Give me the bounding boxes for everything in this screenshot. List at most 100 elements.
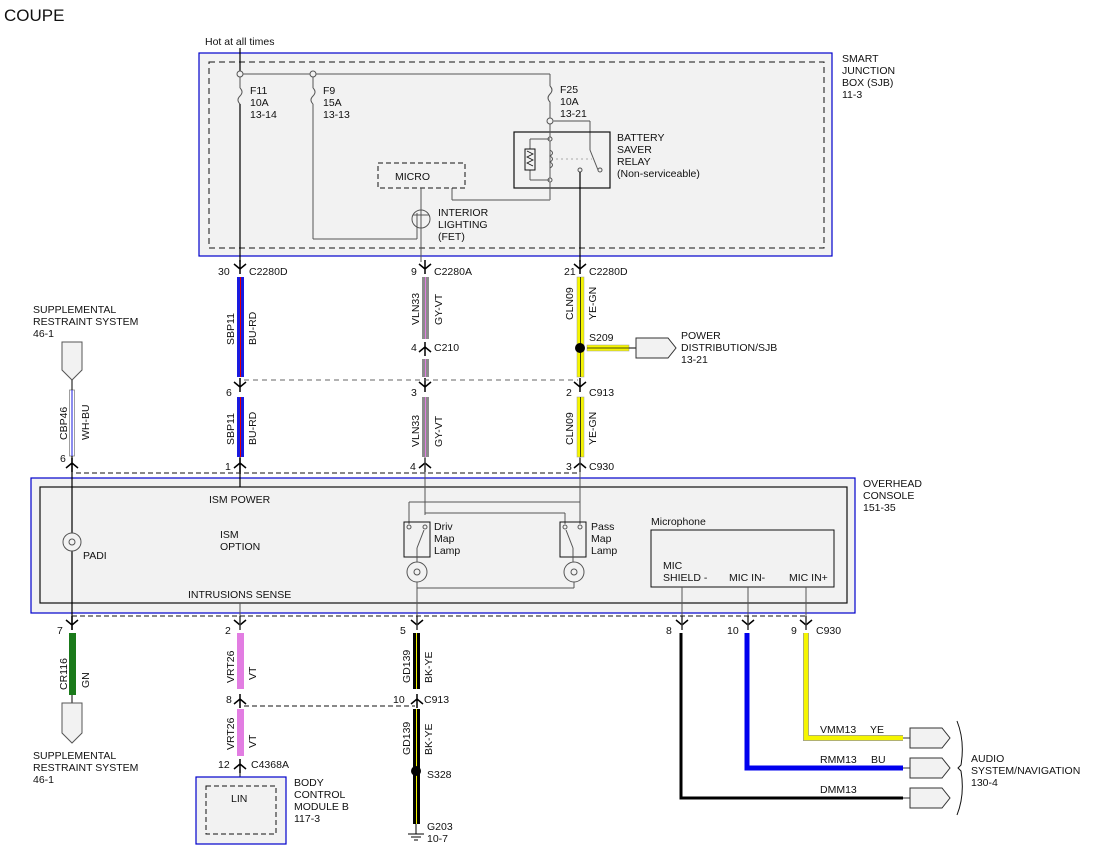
splice-s328[interactable] — [411, 766, 421, 776]
ism-power-label: ISM POWER — [209, 494, 271, 506]
pass-label-3: Lamp — [591, 545, 617, 557]
fuse-f11[interactable] — [237, 77, 243, 262]
fuse-f25-amps: 10A — [560, 96, 579, 108]
mic-in-minus: MIC IN- — [729, 572, 766, 584]
audio-label-2: SYSTEM/NAVIGATION — [971, 765, 1080, 777]
vln33-color-lower: GY-VT — [433, 415, 445, 447]
padi-lamp — [62, 532, 82, 552]
ground-ref: 10-7 — [427, 833, 448, 845]
gd139-circuit-lower: GD139 — [401, 722, 413, 755]
driver-map-lamp — [406, 561, 428, 583]
sjb-name-1: SMART — [842, 53, 879, 65]
audio-connector-2[interactable] — [903, 757, 951, 779]
mic-shield-2: SHIELD - — [663, 572, 708, 584]
overhead-name-2: CONSOLE — [863, 490, 914, 502]
wire-vln33-upper[interactable] — [422, 277, 429, 377]
wire-dmm13[interactable] — [679, 633, 903, 800]
rmm13-circuit: RMM13 — [820, 754, 857, 766]
bcm-name-1: BODY — [294, 777, 324, 789]
wire-cln09-lower[interactable] — [576, 396, 585, 458]
conn-mark-c913-6 — [233, 378, 247, 392]
battery-saver-relay[interactable] — [513, 124, 611, 262]
diagram-title: COUPE — [4, 6, 64, 25]
srs-bottom-label-3: 46-1 — [33, 774, 54, 786]
sbp11-color-lower: BU-RD — [247, 411, 259, 445]
audio-connector-1[interactable] — [903, 727, 951, 749]
c930b-name: C930 — [816, 625, 841, 637]
power-distribution-connector[interactable] — [635, 337, 677, 359]
sbp11-circuit-lower: SBP11 — [225, 413, 237, 445]
microphone-module[interactable] — [650, 529, 835, 588]
smart-junction-box[interactable] — [198, 52, 833, 257]
hot-at-all-times-label: Hot at all times — [205, 36, 274, 48]
conn-mark-c2280d-30 — [233, 260, 247, 274]
sjb-name-2: JUNCTION — [842, 65, 895, 77]
vrt26-circuit-upper: VRT26 — [225, 650, 237, 683]
s328-label: S328 — [427, 769, 452, 781]
vrt26-color-upper: VT — [247, 666, 259, 680]
driv-label-3: Lamp — [434, 545, 460, 557]
passenger-map-lamp-switch[interactable] — [559, 521, 587, 562]
srs-bottom-label-2: RESTRAINT SYSTEM — [33, 762, 138, 774]
splice-s209[interactable] — [575, 343, 585, 353]
wire-sbp11-upper[interactable] — [237, 277, 244, 377]
ism-option-2: OPTION — [220, 541, 260, 553]
fuse-f9-id: F9 — [323, 85, 335, 97]
driv-label-2: Map — [434, 533, 455, 545]
vrt26-color-lower: VT — [247, 734, 259, 748]
sbp11-circuit-upper: SBP11 — [225, 313, 237, 345]
cln09-color-lower: YE-GN — [587, 412, 599, 445]
fet-label-2: LIGHTING — [438, 219, 488, 231]
srs-top-connector[interactable] — [61, 341, 83, 381]
wire-cbp46[interactable] — [69, 380, 75, 457]
cbp46-circuit: CBP46 — [58, 407, 70, 440]
wire-vmm13[interactable] — [803, 633, 903, 741]
c913-name-top: C913 — [589, 387, 614, 399]
cln09-circuit-lower: CLN09 — [564, 412, 576, 445]
fuse-f25-id: F25 — [560, 84, 578, 96]
overhead-name-3: 151-35 — [863, 502, 896, 514]
cbp46-color: WH-BU — [80, 404, 92, 440]
microphone-label: Microphone — [651, 516, 706, 528]
power-dist-label-1: POWER — [681, 330, 721, 342]
mic-shield-1: MIC — [663, 560, 683, 572]
wire-cln09-upper[interactable] — [576, 276, 585, 378]
body-control-module[interactable] — [195, 776, 287, 845]
wire-vrt26-lower[interactable] — [237, 709, 244, 756]
overhead-console[interactable] — [30, 477, 856, 614]
wire-gd139-upper[interactable] — [413, 633, 420, 689]
vmm13-circuit: VMM13 — [820, 724, 856, 736]
c930-pin-3: 3 — [566, 461, 572, 473]
fuse-f25-ref: 13-21 — [560, 108, 587, 120]
cln09-color-upper: YE-GN — [587, 287, 599, 320]
sjb-name-4: 11-3 — [842, 89, 862, 101]
gd139-color-upper: BK-YE — [423, 651, 435, 683]
audio-label-3: 130-4 — [971, 777, 998, 789]
s209-label: S209 — [589, 332, 614, 344]
fet-label-3: (FET) — [438, 231, 465, 243]
vmm13-color: YE — [870, 724, 884, 736]
bcm-name-4: 117-3 — [294, 813, 320, 825]
srs-bottom-connector[interactable] — [61, 702, 83, 744]
wire-rmm13[interactable] — [744, 633, 903, 771]
wire-cr116[interactable] — [69, 633, 76, 703]
wire-cln09-branch[interactable] — [586, 344, 636, 352]
c930b-pin-7: 7 — [57, 625, 63, 637]
srs-bottom-label-1: SUPPLEMENTAL — [33, 750, 116, 762]
fuse-f25[interactable] — [546, 74, 591, 150]
fuse-f9[interactable] — [310, 77, 418, 240]
vrt26-circuit-lower: VRT26 — [225, 717, 237, 750]
wire-vln33-lower[interactable] — [422, 397, 429, 457]
c930-name-top: C930 — [589, 461, 614, 473]
gd139-circuit-upper: GD139 — [401, 650, 413, 683]
c2280a-name: C2280A — [434, 266, 472, 278]
wire-vrt26-upper[interactable] — [237, 633, 244, 689]
fuse-f11-amps: 10A — [250, 97, 269, 109]
interior-lighting-fet — [411, 209, 431, 229]
driver-map-lamp-switch[interactable] — [403, 521, 431, 562]
c930-pin-6: 6 — [60, 453, 66, 465]
c930b-pin-8: 8 — [666, 625, 672, 637]
audio-connector-3[interactable] — [903, 787, 951, 809]
wire-sbp11-lower[interactable] — [237, 397, 244, 457]
